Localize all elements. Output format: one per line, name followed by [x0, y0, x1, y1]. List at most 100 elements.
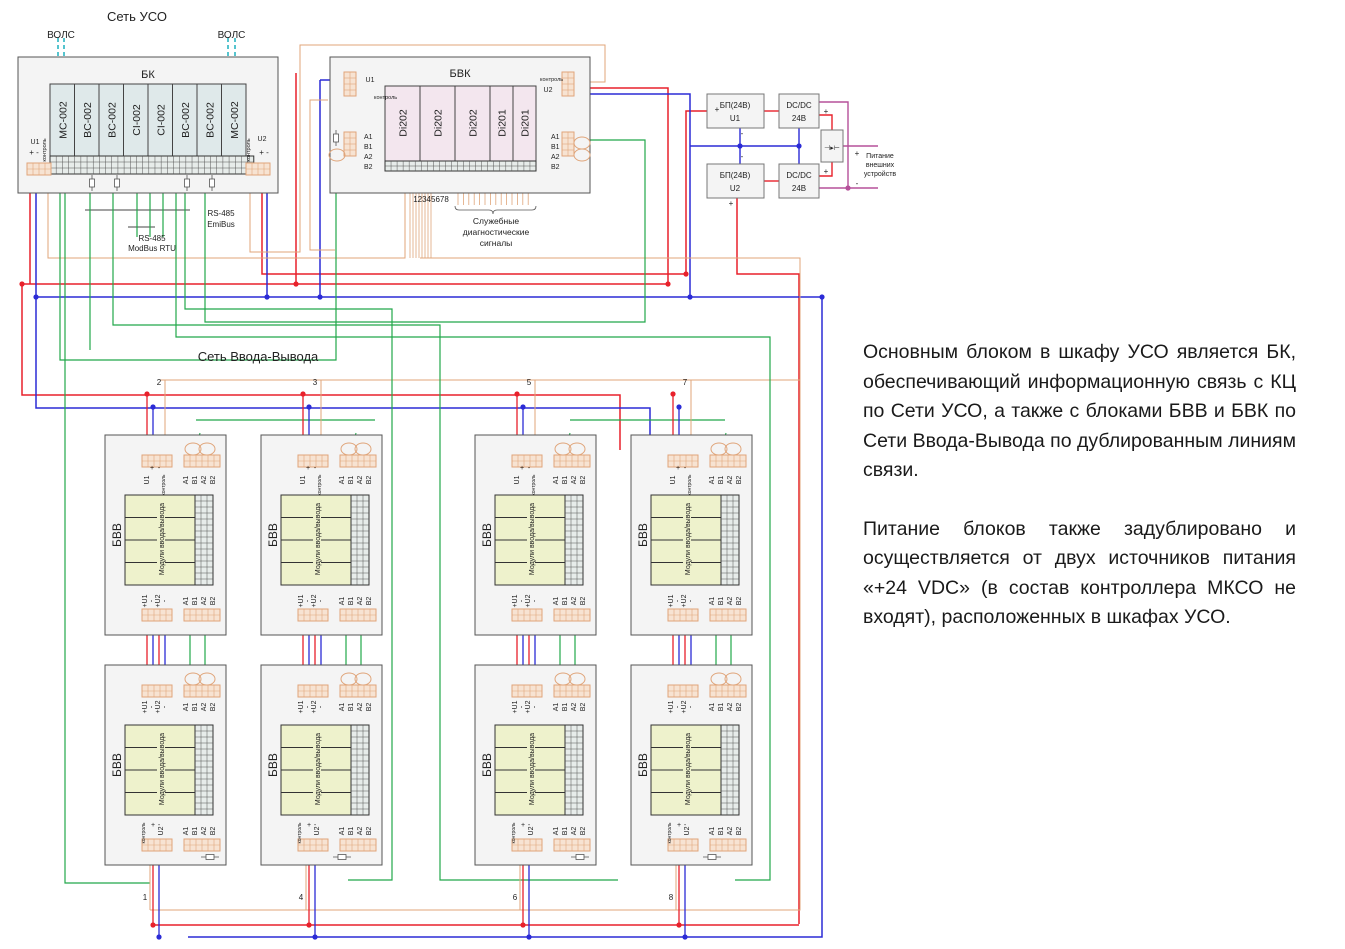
bus-line-3: [112, 160, 618, 881]
bvv-power-pin-label: +U2: [681, 700, 688, 713]
junction-dot: [300, 391, 306, 397]
bvk-control-label: контроль: [540, 77, 563, 83]
bvv-u2-label: U2: [684, 826, 691, 835]
junction-dot: [687, 294, 693, 300]
bvk-bus-pin-label: A1: [551, 134, 560, 141]
minus-sign: -: [314, 822, 317, 829]
bvv-modules-label: Модули ввода/вывода: [159, 503, 166, 575]
bvv-chain-number: 7: [683, 378, 688, 387]
bvv-bus-pin-label: A2: [357, 703, 364, 712]
bvv-title: БВВ: [266, 523, 280, 547]
junction-dot: [520, 404, 526, 410]
bvv-modules-label: Модули ввода/вывода: [529, 503, 536, 575]
bvv-control-label: контроль: [511, 822, 517, 843]
bvv-power-pin-label: -: [519, 705, 526, 708]
bvv-modules-label: Модули ввода/вывода: [685, 733, 692, 805]
bvv-u1-label: U1: [670, 475, 677, 484]
bvk-bus-line: [59, 155, 337, 361]
bvv-power-pin-label: -: [519, 599, 526, 602]
bvv-bus-pin-label: B2: [580, 597, 587, 606]
fiber-label: ВОЛС: [218, 30, 246, 41]
bvv-u2-label: U2: [528, 826, 535, 835]
bvv-chain-number: 2: [157, 378, 162, 387]
shield-loop-icon: [710, 442, 728, 456]
bvv-bus-pin-label: B1: [192, 827, 199, 836]
bvv-bus-pin-label: A1: [339, 827, 346, 836]
bvv-bus-pin-label: B2: [210, 703, 217, 712]
bvv-bus-pin-label: B2: [580, 827, 587, 836]
bvv-bus-pin-label: B1: [718, 827, 725, 836]
bvv-bus-pin-label: B2: [580, 476, 587, 485]
bk-u2-polarity: + -: [259, 148, 269, 157]
shield-loop-icon: [328, 148, 346, 162]
bus-line-4: [175, 160, 771, 881]
bvv-power-pin-label: +U1: [142, 700, 149, 713]
bvv-u2-label: U2: [158, 826, 165, 835]
bvv-u1-label: U1: [144, 475, 151, 484]
shield-loop-icon: [568, 672, 586, 686]
shield-loop-icon: [354, 672, 372, 686]
termination-resistor-icon: [205, 854, 215, 860]
bvk-bus-pin-label: A2: [364, 154, 373, 161]
bvv-bus-pin-label: B1: [192, 476, 199, 485]
bvv-modules-label: Модули ввода/вывода: [685, 503, 692, 575]
bvv-power-pin-label: +U2: [155, 700, 162, 713]
bvv-title: БВВ: [636, 523, 650, 547]
bvv-control-label: контроль: [317, 474, 323, 495]
bvv-power-pin-label: +U2: [681, 594, 688, 607]
bvv-power-pin-label: -: [305, 705, 312, 708]
junction-dot: [156, 934, 162, 940]
bvv-power-pin-label: -: [688, 599, 695, 602]
service-signals-label: Служебные: [473, 216, 519, 226]
minus-sign: -: [741, 129, 744, 138]
bk-control-label: контроль: [42, 138, 48, 161]
shield-loop-icon: [724, 442, 742, 456]
bvv-bus-pin-label: B2: [736, 476, 743, 485]
junction-dot: [312, 934, 318, 940]
bvv-power-pin-label: +U1: [142, 594, 149, 607]
bvv-bus-pin-label: A1: [553, 597, 560, 606]
bk-module-label: CI-002: [131, 104, 143, 136]
junction-dot: [520, 922, 526, 928]
bvv-power-pin-label: -: [305, 599, 312, 602]
external-power-label: Питание: [866, 153, 894, 160]
bvv-bus-pin-label: A2: [357, 827, 364, 836]
termination-resistor-icon: [89, 178, 95, 188]
shield-loop-icon: [184, 672, 202, 686]
bvv-bus-pin-label: A2: [357, 476, 364, 485]
bk-u1-polarity: + -: [29, 148, 39, 157]
bvk-u2-label: U2: [544, 87, 553, 94]
plus-sign: +: [520, 465, 524, 472]
uso-network-title: Сеть УСО: [107, 9, 167, 24]
bvv-bus-pin-label: A1: [709, 827, 716, 836]
bvk-u2-plus: [574, 87, 669, 284]
bvv-power-pin-label: +U1: [298, 700, 305, 713]
bvv-bus-pin-label: B2: [736, 597, 743, 606]
bvv-power-pin-label: -: [318, 599, 325, 602]
junction-dot: [819, 294, 825, 300]
bvv-power-pin-label: +U1: [512, 594, 519, 607]
bvv-title: БВВ: [110, 753, 124, 777]
bvv-power-pin-label: -: [532, 599, 539, 602]
bvv-chain-number: 3: [313, 378, 318, 387]
junction-dot: [683, 271, 689, 277]
junction-dot: [676, 404, 682, 410]
bvv-bus-pin-label: A1: [553, 476, 560, 485]
termination-resistor-icon: [114, 178, 120, 188]
dcdc-label: DC/DC: [786, 171, 812, 180]
bvv-terminal-grid: [194, 494, 214, 586]
bvv-modules-label: Модули ввода/вывода: [159, 733, 166, 805]
bvv-bus-pin-label: A1: [709, 597, 716, 606]
bvk-bus-pin-label: B1: [364, 144, 373, 151]
bk-control-label: контроль: [246, 138, 252, 161]
bvv-power-pin-label: +U1: [298, 594, 305, 607]
bvv-bus-pin-label: B1: [718, 597, 725, 606]
bvv-terminal-grid: [350, 494, 370, 586]
junction-dot: [264, 294, 270, 300]
bvv-terminal-grid: [194, 724, 214, 816]
bvv-power-pin-label: -: [149, 705, 156, 708]
bvv-control-label: контроль: [161, 474, 167, 495]
termination-resistor-icon: [333, 133, 339, 143]
plus-sign: +: [521, 822, 525, 829]
